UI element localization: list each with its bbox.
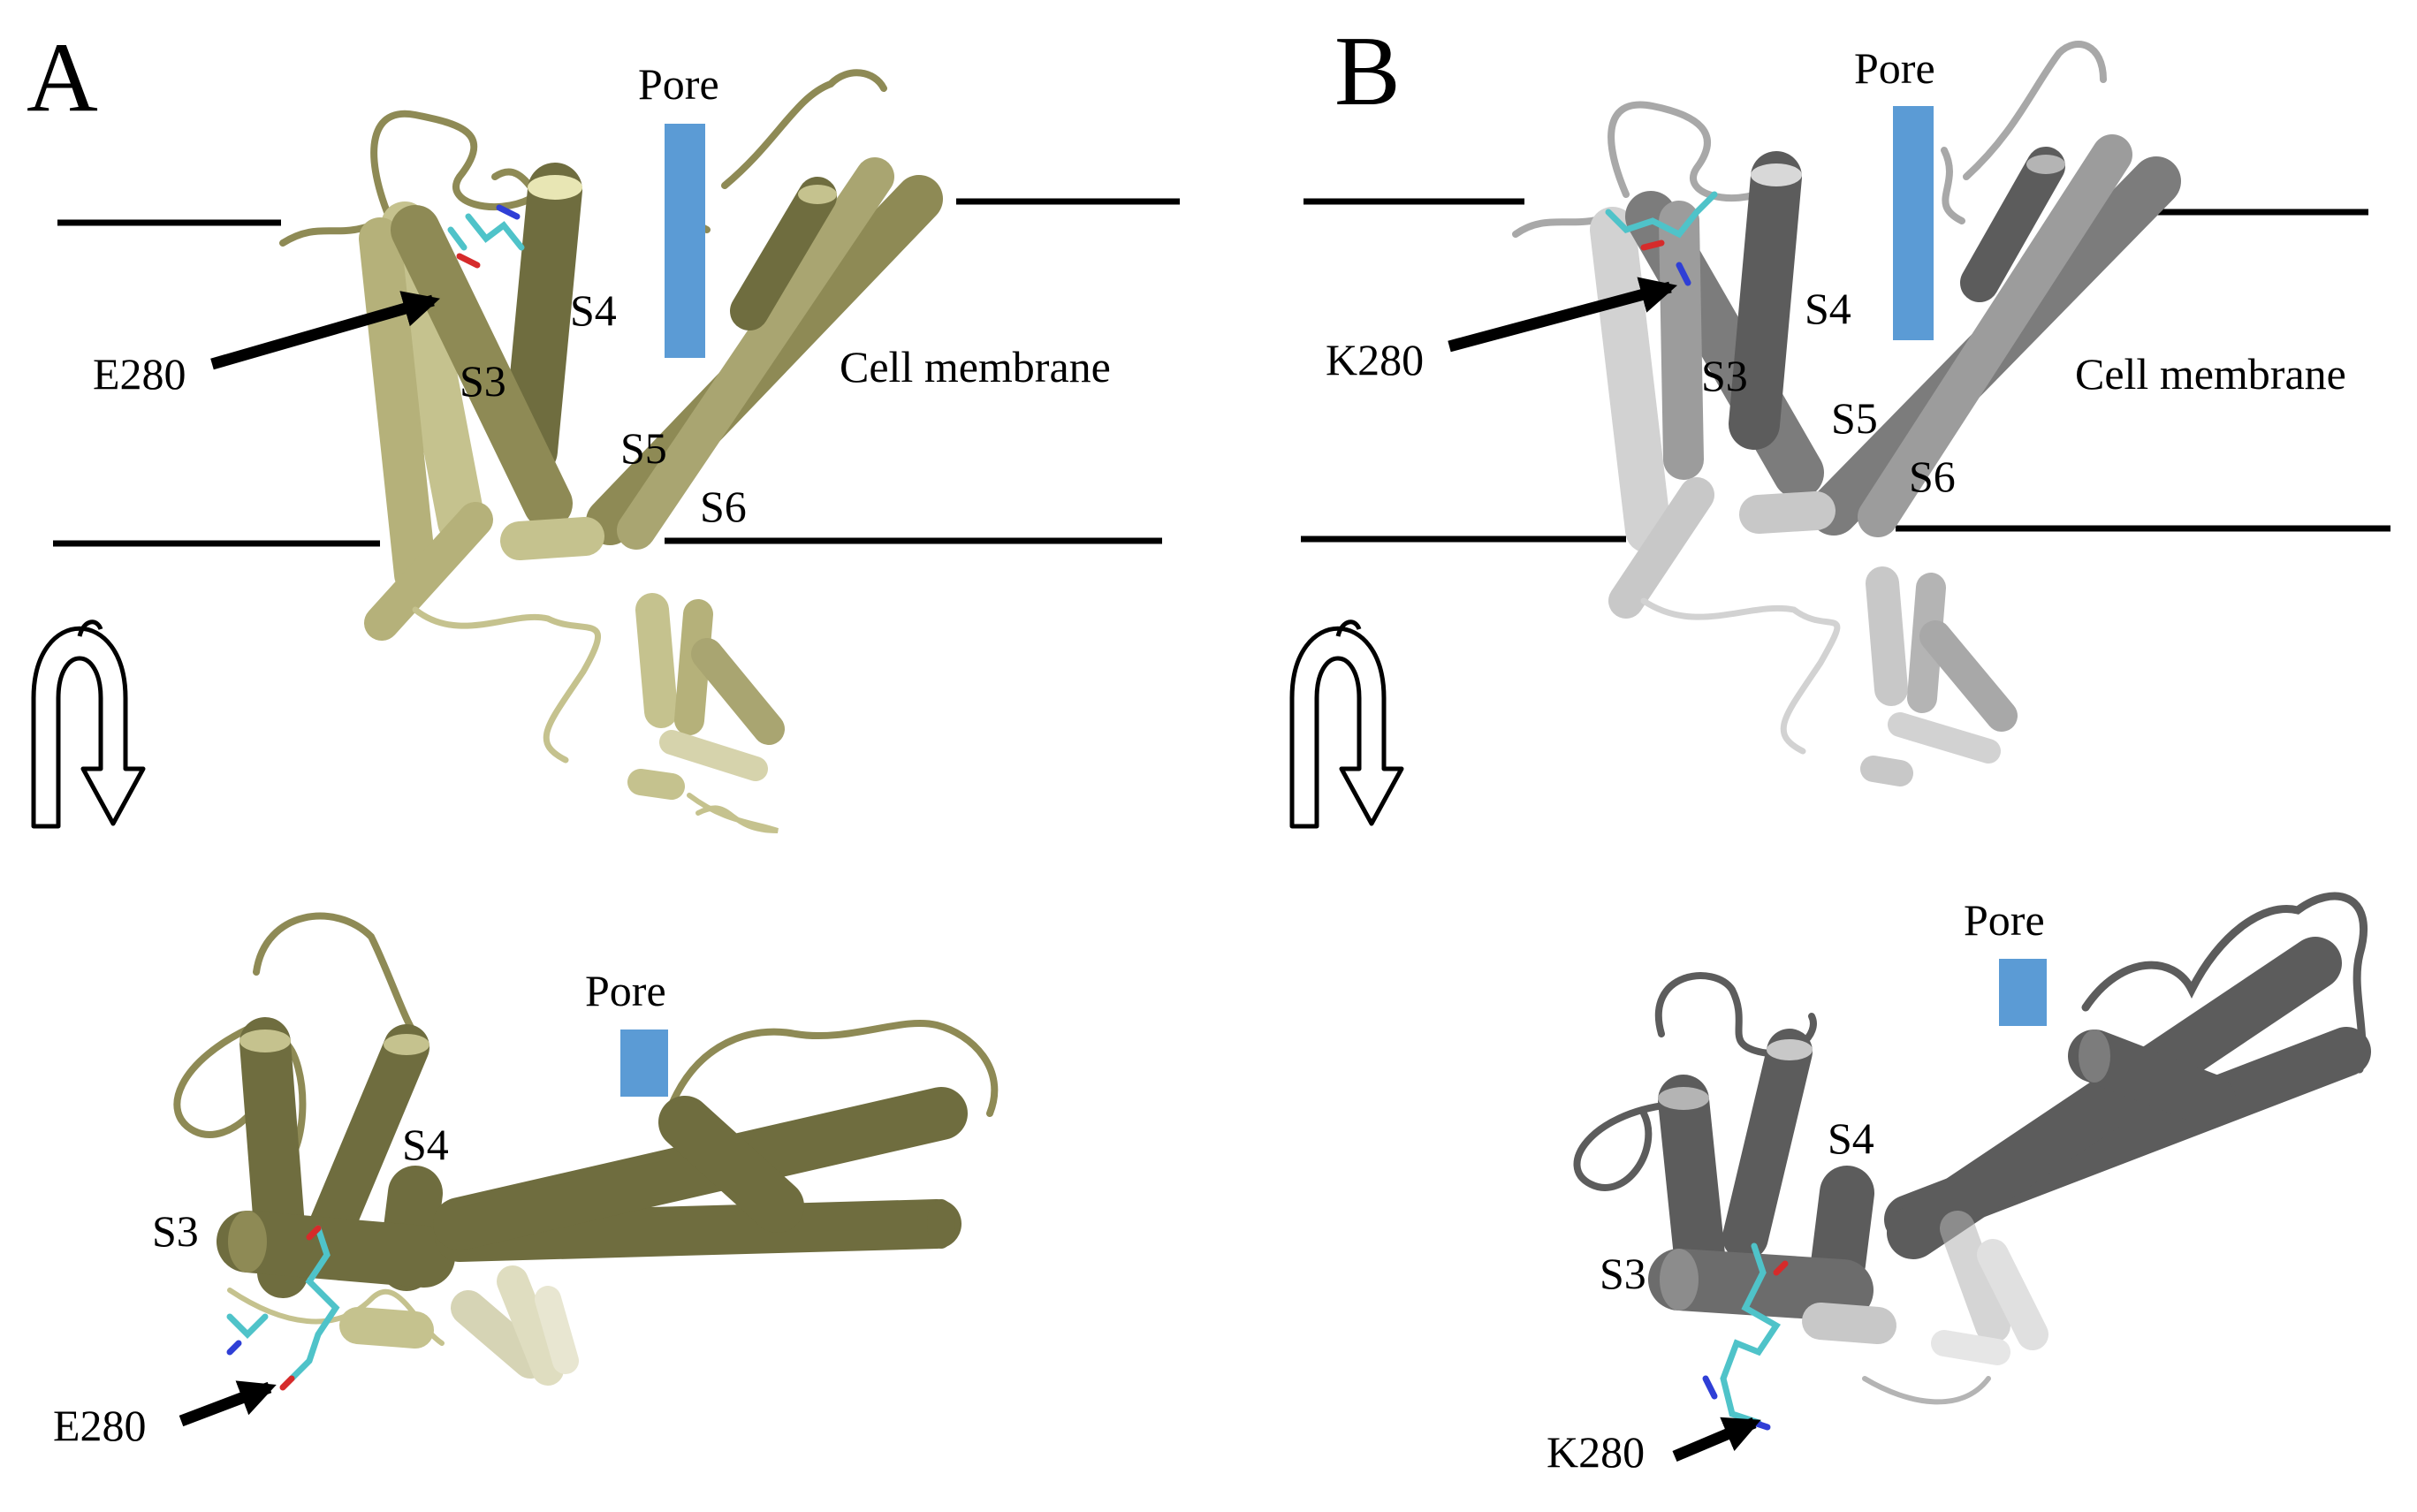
- panel-b-s5-label: S5: [1831, 393, 1878, 443]
- panel-b-bottom-pore-label: Pore: [1964, 895, 2045, 945]
- panel-b-bottom-structure: [1573, 892, 2371, 1431]
- panel-b-bottom-s4-helix: [1811, 1166, 1874, 1291]
- panel-a-s6-helix: [617, 157, 894, 550]
- panel-a-membrane-lines: [53, 198, 1180, 547]
- panel-b-s4-helix: [1729, 151, 1802, 450]
- panel-a-helix-left: [359, 217, 437, 596]
- panel-b: B: [1289, 17, 2390, 1477]
- panel-a: A: [27, 23, 1180, 1450]
- panel-b-bottom-s3-helix: [1648, 1249, 1874, 1321]
- panel-a-top-structure: [279, 69, 943, 833]
- panel-a-bottom-pore-label: Pore: [585, 966, 666, 1015]
- panel-a-cyto-domain: [412, 593, 785, 833]
- panel-a-rotation-arrow-icon: [31, 619, 146, 829]
- panel-a-letter: A: [27, 23, 98, 133]
- panel-b-s6-helix: [1858, 134, 2132, 537]
- panel-b-pore-marker: [1893, 106, 1934, 340]
- panel-a-membrane-label: Cell membrane: [840, 342, 1111, 391]
- panel-a-bottom-s3-label: S3: [152, 1206, 199, 1256]
- panel-b-bottom-k280-arrow: [1672, 1417, 1761, 1462]
- panel-b-rotation-arrow-icon: [1289, 619, 1404, 829]
- panel-b-bottom-linker: [1802, 1303, 1896, 1344]
- panel-a-bottom-pore-marker: [620, 1030, 668, 1097]
- panel-a-bottom-p-helix: [658, 1096, 804, 1233]
- panel-a-p-helix: [730, 177, 837, 331]
- panel-a-s45-linker: [500, 517, 604, 560]
- panel-a-pore-marker: [665, 124, 705, 358]
- panel-a-e280-residue-sticks: [447, 204, 525, 269]
- panel-a-s4-helix: [503, 163, 582, 478]
- panel-a-bottom-e280-label: E280: [53, 1401, 147, 1450]
- panel-b-s3-label: S3: [1701, 351, 1748, 400]
- panel-b-k280-label: K280: [1326, 335, 1424, 384]
- panel-b-bottom-long-helix: [1884, 937, 2371, 1259]
- panel-b-bottom-p-helix: [2068, 1030, 2236, 1127]
- panel-a-s6-label: S6: [700, 482, 747, 531]
- panel-b-bottom-helix-tilt: [1722, 1029, 1813, 1260]
- panel-a-bottom-cyto-domain: [451, 1265, 579, 1386]
- panel-b-cyto-domain: [1640, 566, 2018, 786]
- panel-b-bottom-s4-label: S4: [1828, 1113, 1874, 1163]
- panel-a-s1-stub: [364, 502, 493, 641]
- panel-a-pore-label: Pore: [638, 59, 719, 109]
- panel-a-bottom-e280-sticks: [226, 1225, 340, 1391]
- panel-a-bottom-s3-helix: [217, 1211, 455, 1288]
- panel-b-membrane-label: Cell membrane: [2075, 349, 2346, 399]
- panel-a-bottom-e280-arrow: [179, 1380, 277, 1427]
- panel-b-bottom-cyto-domain: [1931, 1211, 2048, 1365]
- panel-b-helix-diag: [1659, 201, 1704, 480]
- panel-a-s4-label: S4: [570, 285, 617, 335]
- panel-a-bottom-helix-tilt: [304, 1024, 429, 1260]
- panel-b-s6-label: S6: [1909, 452, 1956, 501]
- panel-b-s45-linker: [1739, 491, 1836, 534]
- panel-a-bottom-linker: [339, 1307, 434, 1349]
- panel-b-s4-label: S4: [1805, 284, 1851, 333]
- panel-b-k280-arrow: [1448, 277, 1678, 353]
- panel-a-s3-label: S3: [460, 356, 506, 406]
- panel-b-letter: B: [1334, 17, 1401, 126]
- panel-a-e280-label: E280: [93, 349, 186, 399]
- panel-b-s1-stub: [1608, 477, 1714, 619]
- panel-b-membrane-lines: [1301, 198, 2390, 543]
- panel-b-bottom-k280-label: K280: [1547, 1427, 1645, 1477]
- panel-b-pore-label: Pore: [1854, 43, 1935, 93]
- panel-a-helix-diag: [391, 205, 573, 528]
- panel-b-p-helix: [1960, 147, 2065, 302]
- panel-b-bottom-s3-label: S3: [1600, 1249, 1646, 1298]
- panel-a-e280-arrow: [210, 291, 440, 370]
- panel-a-s5-label: S5: [620, 423, 667, 473]
- panel-b-bottom-pore-marker: [1999, 959, 2047, 1026]
- panel-b-k280-residue-sticks: [1605, 191, 1718, 286]
- panel-b-helix-left: [1590, 207, 1671, 553]
- panel-a-bottom-structure: [173, 912, 999, 1391]
- panel-b-bottom-helix-up: [1658, 1075, 1727, 1298]
- panel-b-top-structure: [1512, 41, 2181, 786]
- panel-a-bottom-s4-label: S4: [402, 1120, 449, 1169]
